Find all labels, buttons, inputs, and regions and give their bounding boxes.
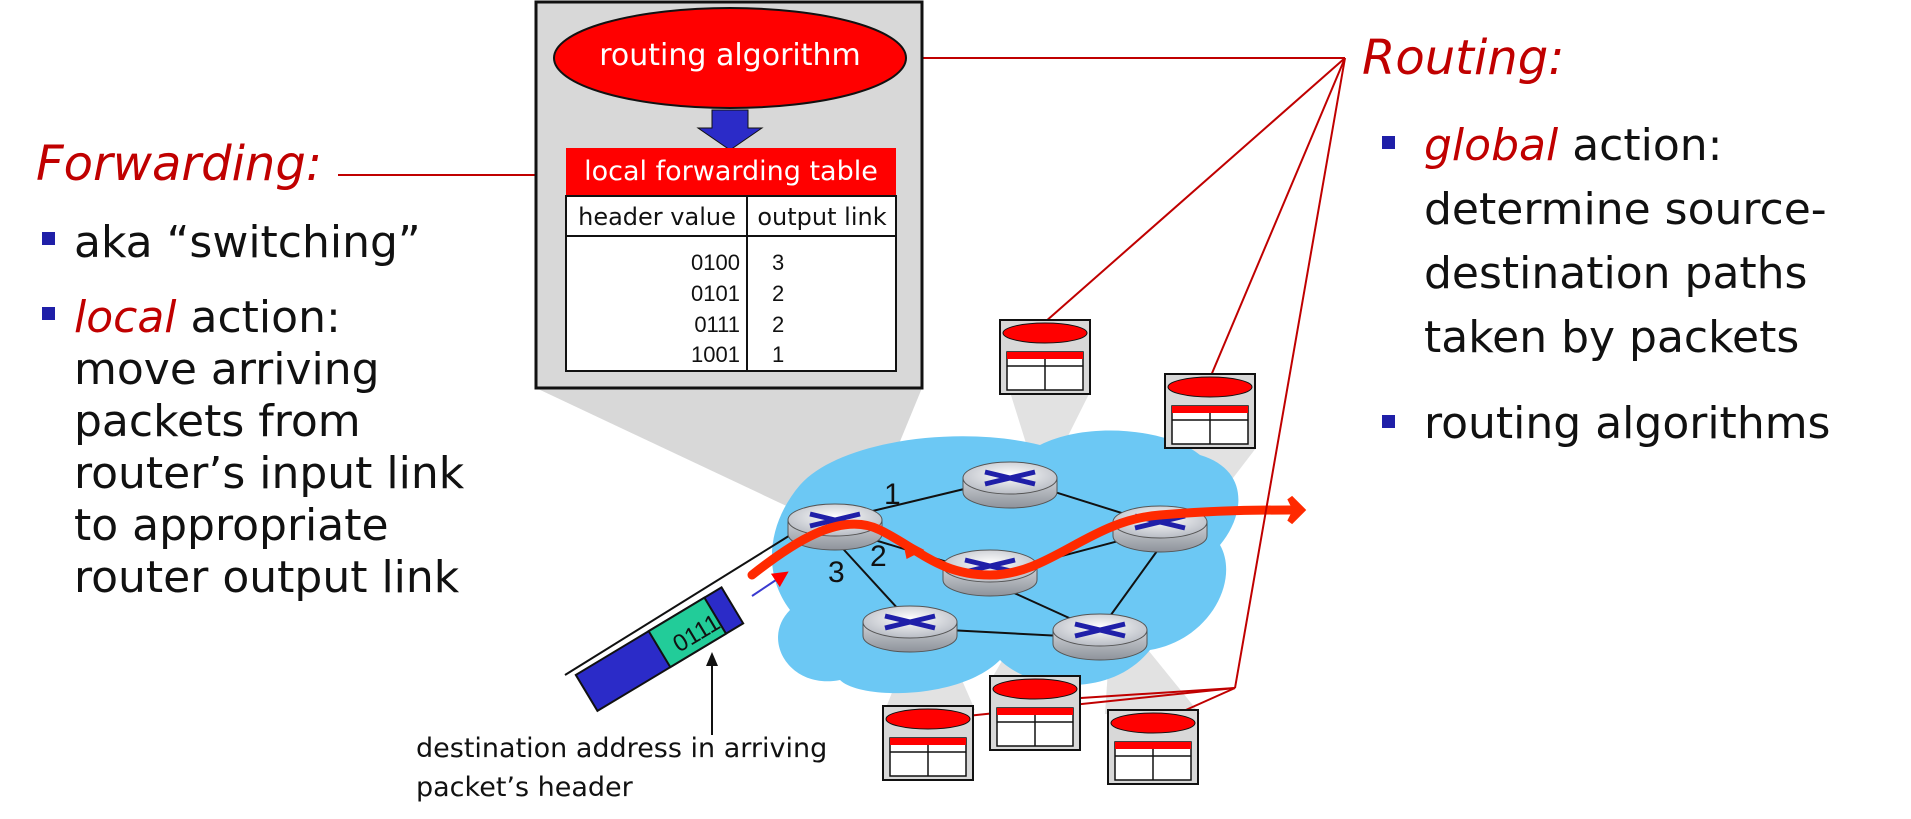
router-icon [962,461,1058,509]
arrow-icon [902,538,925,559]
global-emphasis: global [1424,120,1559,171]
table-cell-link: 2 [772,281,785,306]
table-cell-link: 2 [772,312,785,337]
table-cell-header: 0100 [691,250,740,275]
input-arrow [751,571,789,597]
local-emphasis: local [74,292,177,343]
mini-router-table [999,319,1091,395]
zoom-callout [1010,392,1090,456]
arrow-icon [1287,495,1307,525]
packet-path [747,505,1295,580]
col-output-link: output link [757,203,887,231]
router-icon [862,605,958,653]
global-action-text: action: [1558,120,1723,171]
table-cell-header: 0101 [691,281,740,306]
down-arrow-icon [696,109,764,151]
mini-router-table [989,675,1081,751]
forwarding-bullet-switching: aka “switching” [74,217,421,268]
forwarding-line: router’s input link [74,448,465,499]
mini-router-table [882,705,974,781]
port-label-1: 1 [884,478,901,511]
routing-algorithm-ellipse [553,7,907,109]
forwarding-line: to appropriate [74,500,389,551]
routing-line: destination paths [1424,248,1808,299]
local-action-text: action: [176,292,341,343]
routing-bullet-algorithms: routing algorithms [1424,398,1831,449]
routing-line: determine source- [1424,184,1827,235]
arrow-icon [706,652,718,666]
mini-router-table [1107,709,1199,785]
port-label-3: 3 [828,556,845,589]
bullet-marker [42,307,55,320]
col-header-value: header value [578,203,736,231]
forwarding-table [565,195,897,372]
table-cell-header: 1001 [691,342,740,367]
bullet-marker [1382,415,1395,428]
bullet-marker [1382,136,1395,149]
input-link [564,533,793,676]
port-label-2: 2 [870,540,887,573]
table-cell-header: 0111 [694,312,740,337]
mini-router-table [1164,373,1256,449]
table-cell-link: 1 [772,342,785,367]
forwarding-heading: Forwarding: [36,136,322,192]
caption-line-2: packet’s header [416,772,633,803]
forwarding-bullet-local: local action: [74,292,341,344]
caption-line-1: destination address in arriving [416,733,828,764]
forwarding-line: move arriving [74,344,380,395]
routing-algorithm-label: routing algorithm [599,38,861,73]
routing-heading: Routing: [1362,30,1565,86]
forwarding-line: router output link [74,552,460,603]
table-cell-link: 3 [772,250,785,275]
router-icon [1052,613,1148,661]
arriving-packet [574,585,745,713]
bullet-marker [42,232,55,245]
routing-bullet-global: global action: [1424,120,1722,172]
routing-line: taken by packets [1424,312,1800,363]
table-title-bar [566,148,896,196]
table-title: local forwarding table [584,156,878,187]
forwarding-line: packets from [74,396,361,447]
